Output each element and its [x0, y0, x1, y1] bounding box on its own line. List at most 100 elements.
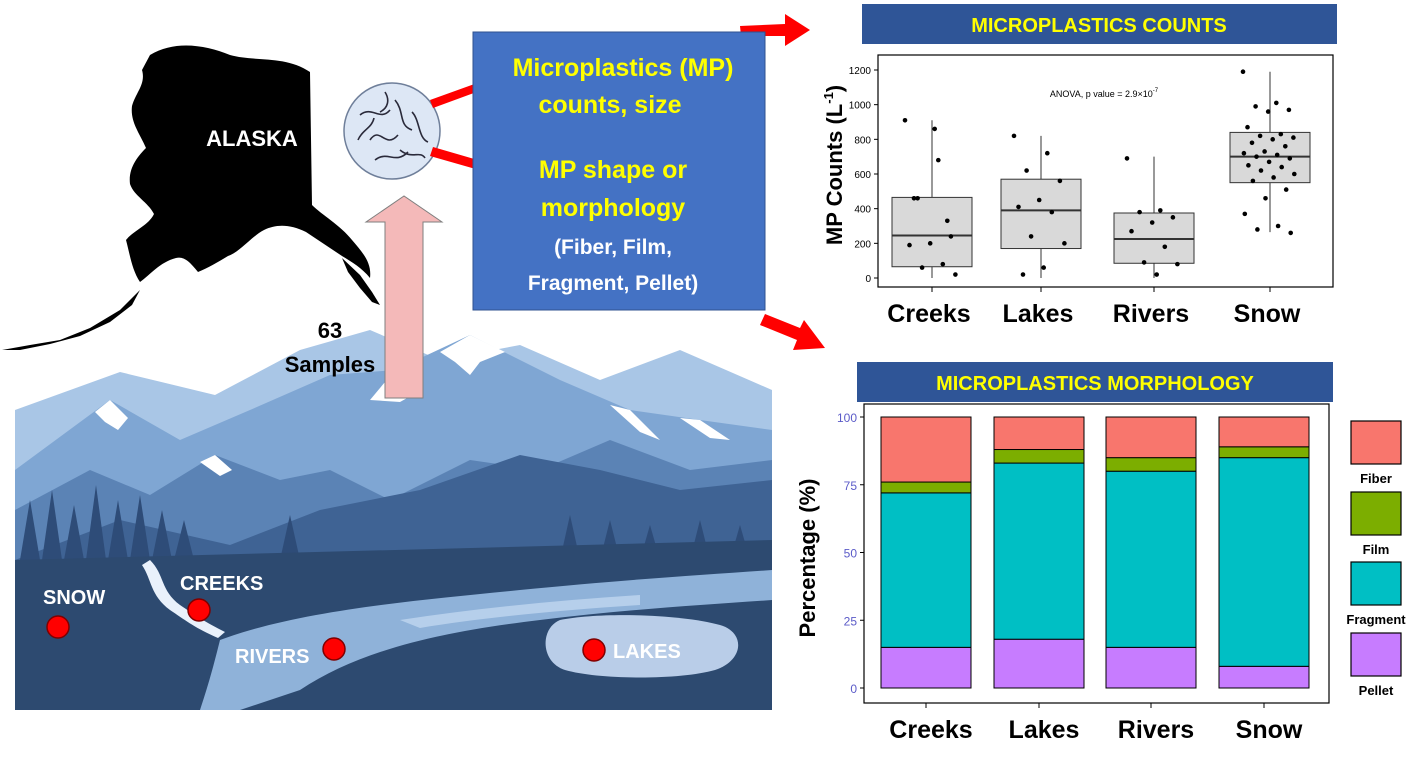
- data-point: [1263, 195, 1268, 201]
- data-point: [1275, 223, 1281, 229]
- legend-label-film: Film: [1363, 542, 1390, 557]
- legend-swatch-film: [1350, 491, 1402, 536]
- data-point: [1024, 168, 1029, 173]
- counts-y-tick-label: 0: [865, 274, 871, 285]
- data-point: [1057, 178, 1063, 184]
- data-point: [1271, 175, 1276, 180]
- microplastic-sample-icon: [343, 82, 441, 180]
- bar-segment-fiber-rivers: [1105, 416, 1197, 459]
- data-point: [1242, 211, 1248, 217]
- mountain-scene-illustration: [15, 300, 772, 710]
- legend-swatch-fragment: [1350, 561, 1402, 606]
- data-point: [1266, 159, 1272, 165]
- data-point: [936, 157, 941, 163]
- data-point: [902, 117, 908, 123]
- creeks-site-marker: [187, 598, 211, 622]
- bar-segment-fragment-creeks: [880, 492, 972, 648]
- data-point: [1240, 69, 1246, 75]
- data-point: [1011, 133, 1017, 139]
- data-point: [1253, 104, 1258, 109]
- counts-y-tick-label: 1200: [849, 66, 872, 77]
- data-point: [1278, 131, 1284, 137]
- info-line-5: (Fiber, Film,: [554, 236, 672, 259]
- bar-segment-fiber-snow: [1218, 416, 1310, 448]
- counts-chart-title: MICROPLASTICS COUNTS: [971, 15, 1227, 37]
- bar-segment-pellet-rivers: [1105, 646, 1197, 689]
- data-point: [1274, 100, 1279, 106]
- data-point: [1262, 149, 1267, 154]
- data-point: [911, 195, 917, 201]
- morphology-x-tick-label: Rivers: [1118, 716, 1194, 744]
- bar-segment-film-snow: [1218, 446, 1310, 459]
- info-line-2: counts, size: [538, 91, 681, 119]
- rivers-site-marker: [322, 637, 346, 661]
- data-point: [1245, 124, 1250, 130]
- counts-x-tick-label: Rivers: [1113, 300, 1189, 328]
- bar-segment-film-creeks: [880, 481, 972, 494]
- lakes-site-marker: [582, 638, 606, 662]
- counts-y-axis-label: MP Counts (L-1): [821, 85, 847, 245]
- snow-site-marker: [46, 615, 70, 639]
- data-point: [1291, 135, 1296, 140]
- data-point: [1028, 234, 1034, 239]
- data-point: [1288, 230, 1293, 236]
- data-point: [1020, 272, 1026, 277]
- data-point: [1274, 152, 1280, 158]
- data-point: [1265, 109, 1271, 114]
- data-point: [1045, 150, 1050, 156]
- morphology-x-tick-label: Lakes: [1009, 716, 1080, 744]
- data-point: [1250, 178, 1256, 184]
- morphology-title-bar: [857, 362, 1333, 402]
- data-point: [919, 265, 925, 270]
- data-point: [1124, 156, 1130, 161]
- data-point: [1249, 140, 1255, 146]
- data-point: [915, 195, 920, 201]
- bar-segment-pellet-lakes: [993, 638, 1085, 689]
- bar-segment-film-lakes: [993, 449, 1085, 464]
- data-point: [1137, 209, 1142, 215]
- bar-segment-fiber-lakes: [993, 416, 1085, 451]
- bar-segment-pellet-creeks: [880, 646, 972, 689]
- data-point: [945, 218, 950, 224]
- data-point: [1062, 241, 1067, 246]
- data-point: [1175, 261, 1180, 267]
- data-point: [948, 234, 954, 239]
- data-point: [1049, 209, 1055, 215]
- data-point: [1287, 156, 1293, 161]
- data-point: [1292, 171, 1297, 177]
- bar-segment-fragment-lakes: [993, 462, 1085, 640]
- info-line-3: MP shape or: [539, 156, 687, 184]
- data-point: [953, 272, 958, 277]
- counts-x-tick-label: Creeks: [887, 300, 970, 328]
- data-point: [1041, 265, 1046, 270]
- legend-swatch-fiber: [1350, 420, 1402, 465]
- bar-segment-film-rivers: [1105, 457, 1197, 472]
- counts-x-tick-label: Lakes: [1003, 300, 1074, 328]
- legend-swatch-pellet: [1350, 632, 1402, 677]
- rivers-site-label: RIVERS: [235, 646, 309, 668]
- box-lakes: [1000, 178, 1082, 250]
- morphology-y-axis-label: Percentage (%): [795, 479, 820, 638]
- data-point: [1283, 187, 1289, 192]
- counts-title-bar: [862, 4, 1337, 44]
- counts-y-tick-label: 1000: [849, 101, 872, 112]
- morphology-y-tick-label: 75: [844, 479, 858, 493]
- alaska-map-illustration: [2, 45, 380, 350]
- bar-segment-fragment-rivers: [1105, 470, 1197, 648]
- data-point: [1246, 163, 1251, 168]
- samples-up-arrow: [364, 195, 444, 399]
- data-point: [1255, 227, 1260, 232]
- data-point: [940, 261, 946, 267]
- samples-count: 63: [318, 318, 342, 343]
- bar-segment-fiber-creeks: [880, 416, 972, 483]
- counts-y-tick-label: 400: [854, 205, 871, 216]
- counts-y-tick-label: 200: [854, 239, 871, 250]
- data-point: [1279, 164, 1284, 170]
- data-point: [1286, 107, 1292, 113]
- info-line-4: morphology: [541, 194, 686, 222]
- legend-label-pellet: Pellet: [1359, 683, 1394, 698]
- legend-label-fragment: Fragment: [1346, 612, 1406, 627]
- morphology-x-tick-label: Creeks: [889, 716, 972, 744]
- morphology-chart-title: MICROPLASTICS MORPHOLOGY: [936, 373, 1254, 395]
